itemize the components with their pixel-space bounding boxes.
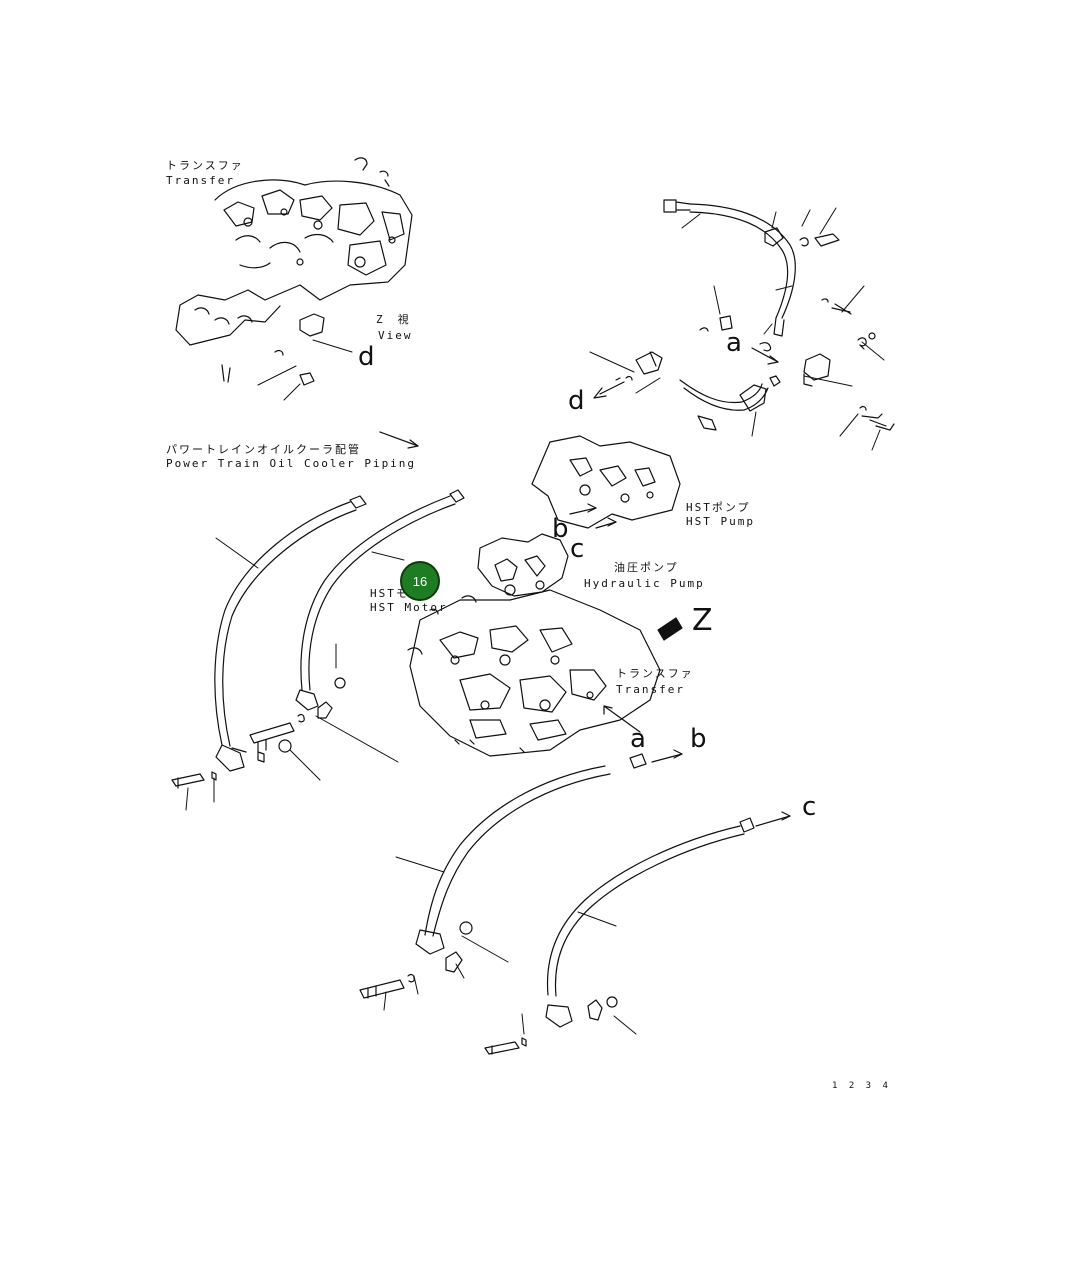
hose-assembly-top-right <box>615 199 895 431</box>
ref-letter-z: Z <box>692 603 713 638</box>
label-transfer-top-jp: トランスファ <box>166 159 244 172</box>
transfer-assembly-top <box>175 157 413 386</box>
leader-lines <box>185 207 885 1035</box>
label-transfer-mid-en: Transfer <box>616 683 685 696</box>
z-view-arrow <box>657 617 683 641</box>
hose-assembly-left <box>171 489 465 789</box>
label-transfer-top-en: Transfer <box>166 174 235 187</box>
label-hst-pump-en: HST Pump <box>686 515 755 528</box>
ref-letter-a-top: a <box>726 328 742 358</box>
label-power-train-en: Power Train Oil Cooler Piping <box>166 457 417 470</box>
label-hst-pump-jp: HSTポンプ <box>686 501 751 514</box>
ref-letter-a-low: a <box>630 724 646 754</box>
part-callout-16[interactable]: 16 <box>400 561 440 601</box>
ref-letter-c-low: c <box>802 792 817 822</box>
label-z-view-jp: Z 視 <box>376 313 411 326</box>
label-power-train-jp: パワートレインオイルクーラ配管 <box>166 443 361 456</box>
hose-assembly-lower-c <box>484 817 755 1055</box>
label-hydraulic-pump-en: Hydraulic Pump <box>584 577 705 590</box>
label-hst-motor-en: HST Motor <box>370 601 448 614</box>
ref-letter-d-top: d <box>358 342 375 372</box>
hose-assembly-lower-b <box>359 753 647 999</box>
ref-letter-b-low: b <box>690 724 707 754</box>
ref-letter-d-left: d <box>568 386 585 416</box>
drawing-code: 1 2 3 4 <box>832 1081 891 1091</box>
direction-arrows <box>379 347 791 827</box>
pump-and-transfer-assembly <box>407 435 681 757</box>
label-hydraulic-pump-jp: 油圧ポンプ <box>614 561 679 574</box>
ref-letter-c-mid: c <box>570 534 585 564</box>
ref-letter-b-mid: b <box>552 514 569 544</box>
label-transfer-mid-jp: トランスファ <box>616 667 694 680</box>
label-z-view-en: View <box>378 329 413 342</box>
